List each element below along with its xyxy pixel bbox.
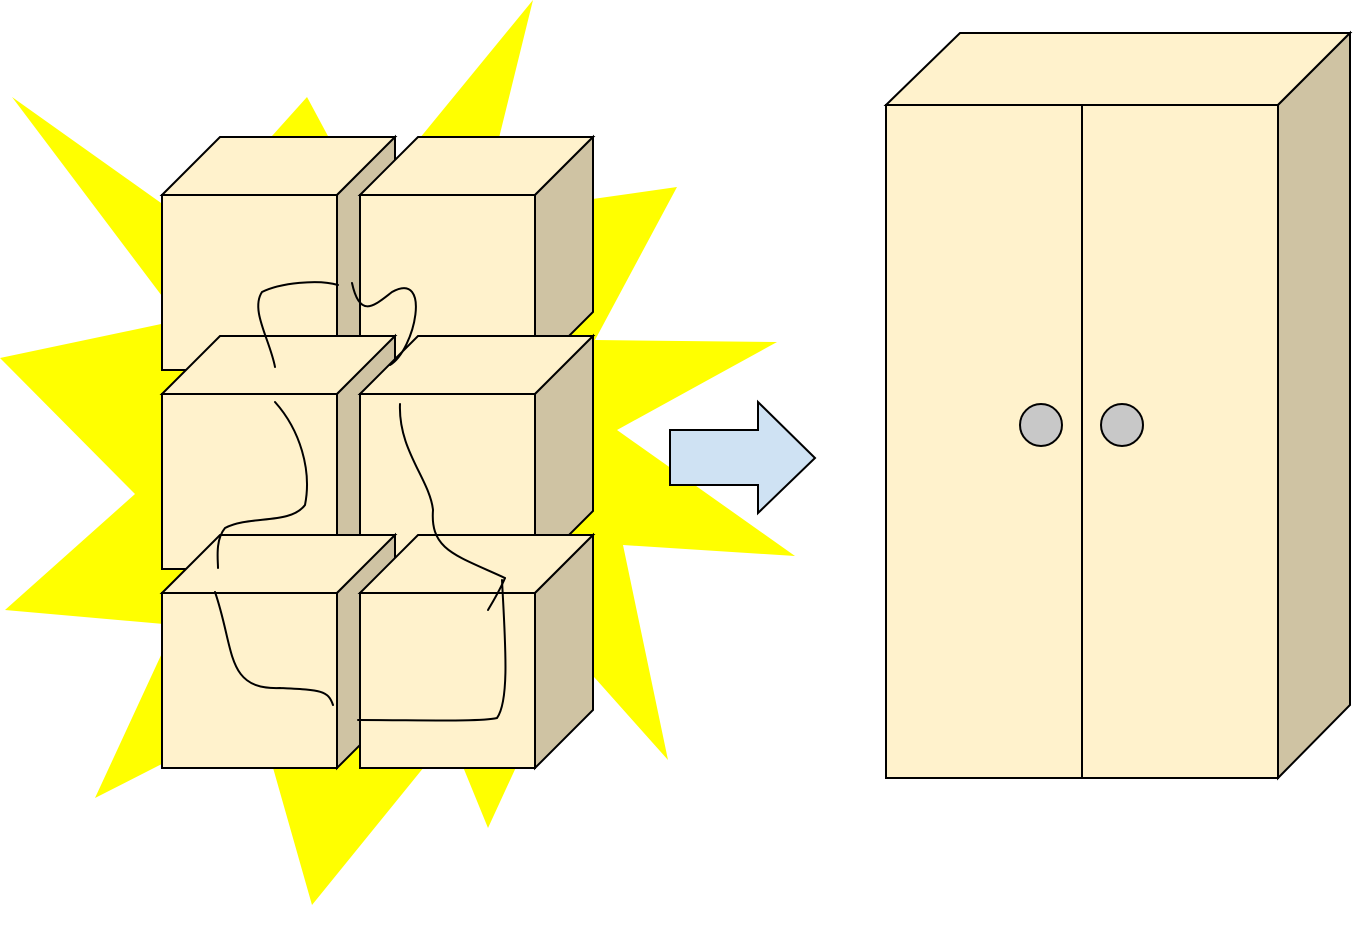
box-front — [161, 592, 338, 769]
wardrobe-side — [1277, 30, 1351, 781]
crack-lines — [214, 281, 507, 722]
wardrobe-left-knob — [1019, 403, 1063, 447]
wardrobe-top — [883, 32, 1353, 106]
wardrobe-right-knob — [1100, 403, 1144, 447]
box-front — [359, 592, 536, 769]
cracked-boxes-icon — [159, 134, 596, 771]
box-r3-c2 — [357, 532, 596, 771]
right-arrow-icon — [669, 399, 817, 516]
wardrobe-icon — [883, 30, 1353, 781]
box-r1-c2 — [357, 134, 596, 373]
